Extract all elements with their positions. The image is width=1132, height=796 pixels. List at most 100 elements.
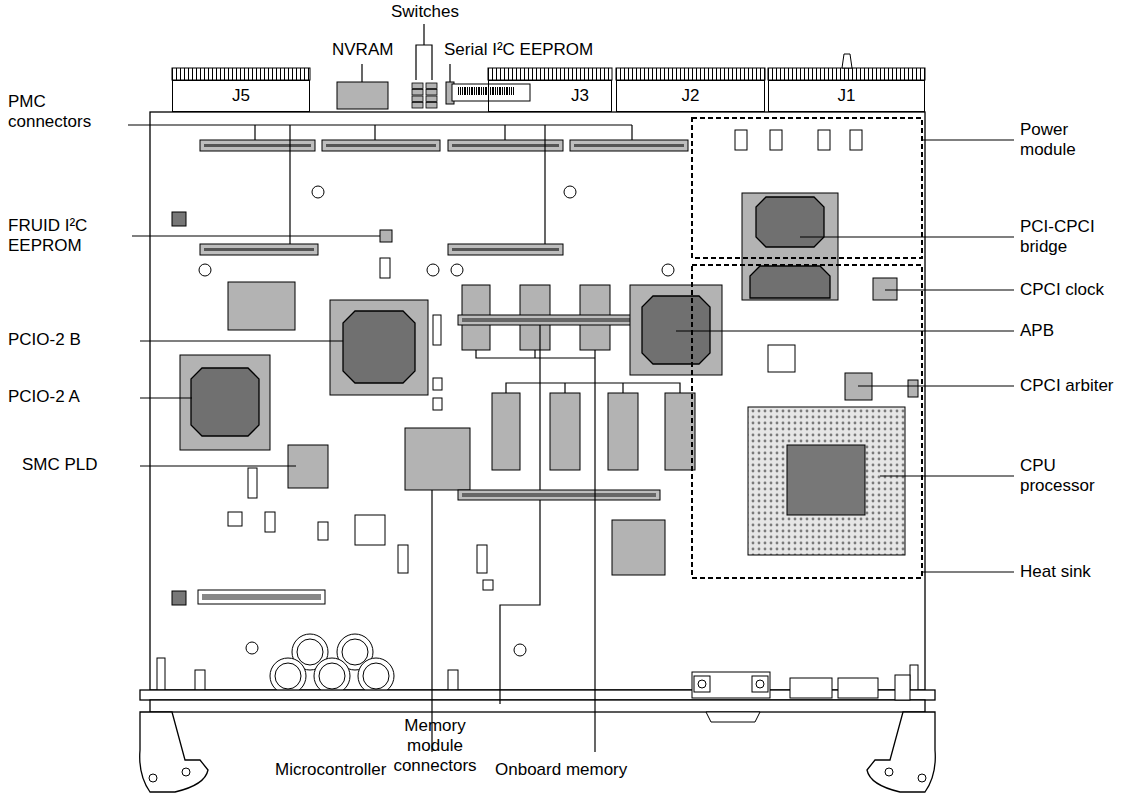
barcode-label	[452, 84, 530, 101]
switch	[412, 103, 423, 109]
panel-tab	[195, 670, 205, 690]
leader-line	[594, 350, 595, 752]
pmc-connector	[200, 140, 315, 151]
panel-tab	[157, 658, 165, 690]
leader-line	[885, 289, 1014, 290]
cpu-socket	[748, 407, 905, 555]
connector-label: J5	[232, 86, 250, 106]
nvram-chip	[337, 82, 388, 109]
panel-tab	[910, 665, 918, 690]
small-part	[228, 512, 242, 526]
leader-line	[504, 125, 505, 140]
small-part	[477, 545, 487, 573]
memory-connector-slot	[462, 493, 656, 497]
serial-port-shell	[706, 712, 760, 722]
leader-line	[128, 124, 632, 125]
leader-line	[880, 475, 1014, 476]
leader-line	[254, 125, 255, 140]
memory-chip	[550, 393, 580, 470]
pmc-connector	[322, 140, 440, 151]
pcio-a-package	[180, 355, 270, 450]
part-label: FRUID I²C EEPROM	[8, 216, 118, 256]
memory-chip	[492, 393, 520, 470]
part-label: NVRAM	[332, 40, 422, 60]
capacitor	[319, 663, 345, 689]
connector-comb	[768, 68, 925, 80]
part-label: CPU processor	[1020, 456, 1110, 496]
leader-lines	[128, 24, 1014, 752]
port-screw	[752, 676, 768, 692]
part-label: PCIO-2 B	[8, 330, 138, 350]
leader-line	[564, 383, 565, 393]
capacitor	[342, 639, 368, 665]
pcio-b-die	[343, 311, 415, 383]
small-part	[172, 591, 186, 605]
part-label: CPCI arbiter	[1020, 376, 1130, 396]
mount-hole	[514, 644, 526, 656]
ejector-pin	[182, 768, 190, 776]
pmc-connector-slot	[574, 144, 684, 147]
pmc-connector	[200, 244, 318, 255]
connector-comb	[488, 68, 612, 80]
capacitor	[275, 663, 301, 689]
connector-block: J2	[616, 80, 765, 112]
small-part	[172, 212, 186, 226]
leader-line	[922, 571, 1014, 572]
power-part	[850, 130, 862, 150]
leader-line	[506, 383, 680, 393]
small-part	[433, 378, 442, 390]
part-label: Serial I²C EEPROM	[444, 40, 674, 60]
pmc-connector	[448, 244, 563, 255]
leader-line	[500, 500, 540, 704]
ejector-pin	[918, 774, 926, 782]
leader-line	[140, 340, 343, 341]
mount-hole	[662, 264, 674, 276]
pcio-a-die	[191, 368, 259, 436]
ejector-pin	[885, 768, 893, 776]
pmc-connector	[448, 140, 563, 151]
part-label: Power module	[1020, 120, 1100, 160]
leader-line	[800, 236, 1014, 237]
cpu-die	[787, 445, 865, 515]
front-panel	[150, 700, 925, 712]
connector-block: J5	[172, 80, 310, 112]
cpci-clock-chip	[873, 278, 897, 300]
mount-hole	[312, 186, 324, 198]
small-part	[398, 545, 408, 573]
leader-line	[289, 125, 290, 244]
ejector-handle	[140, 712, 208, 792]
pmc-connector	[570, 140, 688, 151]
part-label: Heat sink	[1020, 562, 1120, 582]
header-slot	[198, 590, 325, 604]
capacitor	[358, 658, 394, 694]
pmc-connector-slot	[204, 248, 314, 251]
chip	[228, 282, 295, 330]
switch	[426, 90, 437, 96]
small-part	[248, 468, 257, 498]
memory-chip	[608, 393, 638, 470]
port-screw	[694, 676, 710, 692]
memory-chip	[665, 393, 695, 470]
leader-line	[922, 139, 1014, 140]
part-label: SMC PLD	[22, 455, 138, 475]
switch	[426, 96, 437, 102]
bridge-die	[750, 266, 830, 298]
panel-led	[895, 675, 910, 700]
heat-sink-outline	[692, 265, 922, 578]
mount-hole	[199, 264, 211, 276]
connector-block: J3	[488, 80, 612, 112]
connector-label: J2	[682, 86, 700, 106]
mount-hole	[451, 264, 463, 276]
pcio-b-package	[330, 300, 428, 395]
leader-line	[431, 490, 432, 752]
connector-label: J1	[838, 86, 856, 106]
capacitor	[297, 639, 323, 665]
leader-line	[140, 397, 192, 398]
memory-connector-slot	[462, 318, 656, 322]
connector-block: J1	[768, 80, 925, 112]
ejector-pin	[149, 774, 157, 782]
leader-line	[361, 64, 362, 82]
switch	[426, 83, 437, 89]
